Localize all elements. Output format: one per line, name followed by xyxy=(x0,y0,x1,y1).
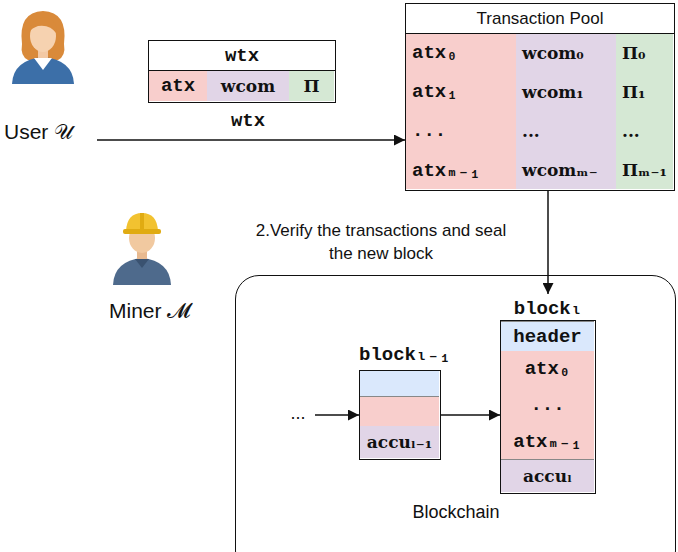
cell-text: ... xyxy=(290,403,305,424)
pool-cell: ... xyxy=(616,112,673,151)
blockchain-region: Blockchain...blockₗ₋₁accuₗ₋₁blockₗheader… xyxy=(235,275,676,552)
cell-text: ... xyxy=(412,120,446,142)
pool-cell: atx₀ xyxy=(406,34,516,73)
pool-cell: ... xyxy=(406,112,516,151)
cell-text: atx₀ xyxy=(412,42,458,64)
cell-text: wcom xyxy=(221,76,275,96)
node-title: wtx xyxy=(149,41,335,71)
cell-text: header xyxy=(513,326,581,348)
flow-arrow xyxy=(547,191,549,294)
block-prev: blockₗ₋₁ accuₗ₋₁ xyxy=(359,344,441,460)
cell-text: Π₀ xyxy=(622,43,646,63)
cell-text: ... xyxy=(530,394,564,416)
ellipsis-node: ... xyxy=(281,401,315,425)
cell-text: atx₁ xyxy=(412,81,458,103)
field-cell: atx xyxy=(149,71,207,101)
cell-text: wcom₀ xyxy=(522,43,584,63)
tx-cell: atxₘ₋₁ xyxy=(501,423,594,459)
cell-text: ... xyxy=(522,121,540,141)
field-cell: wcom xyxy=(207,71,289,101)
pool-cell: wcomₘ₋ xyxy=(516,150,616,189)
flow-arrow xyxy=(441,414,500,416)
block-tx-area xyxy=(360,396,439,426)
accumulator-cell: accuₗ₋₁ xyxy=(360,426,439,458)
edge-label: wtx xyxy=(200,110,296,132)
block-header-area xyxy=(360,371,439,396)
cell-text: accuₗ₋₁ xyxy=(367,432,432,452)
wtx-box: wtx atx wcom Π xyxy=(148,40,336,103)
node-title: Blockchain xyxy=(386,502,526,523)
pool-cell: wcom₀ xyxy=(516,34,616,73)
node-title: User 𝒰 xyxy=(4,120,97,144)
cell-text: atx xyxy=(161,75,195,97)
pool-cell: atx₁ xyxy=(406,73,516,112)
block-new: blockₗ header atx₀... atxₘ₋₁ accuₗ xyxy=(500,294,596,494)
pool-cell: ... xyxy=(516,112,616,151)
cell-text: Π xyxy=(303,76,319,96)
pool-cell: Π₁ xyxy=(616,73,673,112)
pool-cell: Π₀ xyxy=(616,34,673,73)
pool-cell: atxₘ₋₁ xyxy=(406,150,516,189)
tx-cell: atx₀ xyxy=(501,351,594,387)
miner-actor: Miner 𝓜 xyxy=(105,205,230,333)
node-title: Transaction Pool xyxy=(406,4,674,34)
header-cell: header xyxy=(501,321,594,351)
user-icon xyxy=(8,4,78,84)
block-body: header atx₀... atxₘ₋₁ accuₗ xyxy=(500,320,596,494)
block-label: blockₗ xyxy=(500,294,596,320)
cell-text: Πₘ₋₁ xyxy=(622,160,667,180)
cell-text: accuₗ xyxy=(523,466,572,486)
field-cell: Π xyxy=(289,71,334,101)
pool-cell: wcom₁ xyxy=(516,73,616,112)
edge-label: 2.Verify the transactions and seal the n… xyxy=(248,219,514,265)
pool-table: Transaction Pool atx₀ wcom₀ Π₀ atx₁ wcom₁ Π₁..… xyxy=(405,3,675,191)
cell-text: ... xyxy=(622,121,640,141)
cell-text: atxₘ₋₁ xyxy=(513,429,582,453)
block-label: blockₗ₋₁ xyxy=(359,344,441,370)
user-actor: User 𝒰 xyxy=(2,4,97,154)
cell-text: Π₁ xyxy=(622,82,646,102)
tx-cell: ... xyxy=(501,387,594,423)
node-title: Miner 𝓜 xyxy=(109,299,230,323)
accumulator-cell: accuₗ xyxy=(501,459,594,492)
cell-text: atxₘ₋₁ xyxy=(412,158,481,182)
cell-text: atx₀ xyxy=(525,358,571,380)
flow-arrow xyxy=(315,414,359,416)
cell-text: wcomₘ₋ xyxy=(522,160,598,180)
pool-cell: Πₘ₋₁ xyxy=(616,150,673,189)
cell-text: wcom₁ xyxy=(522,82,584,102)
miner-icon xyxy=(107,205,177,285)
flow-arrow xyxy=(97,139,405,141)
block-body: accuₗ₋₁ xyxy=(359,370,441,460)
